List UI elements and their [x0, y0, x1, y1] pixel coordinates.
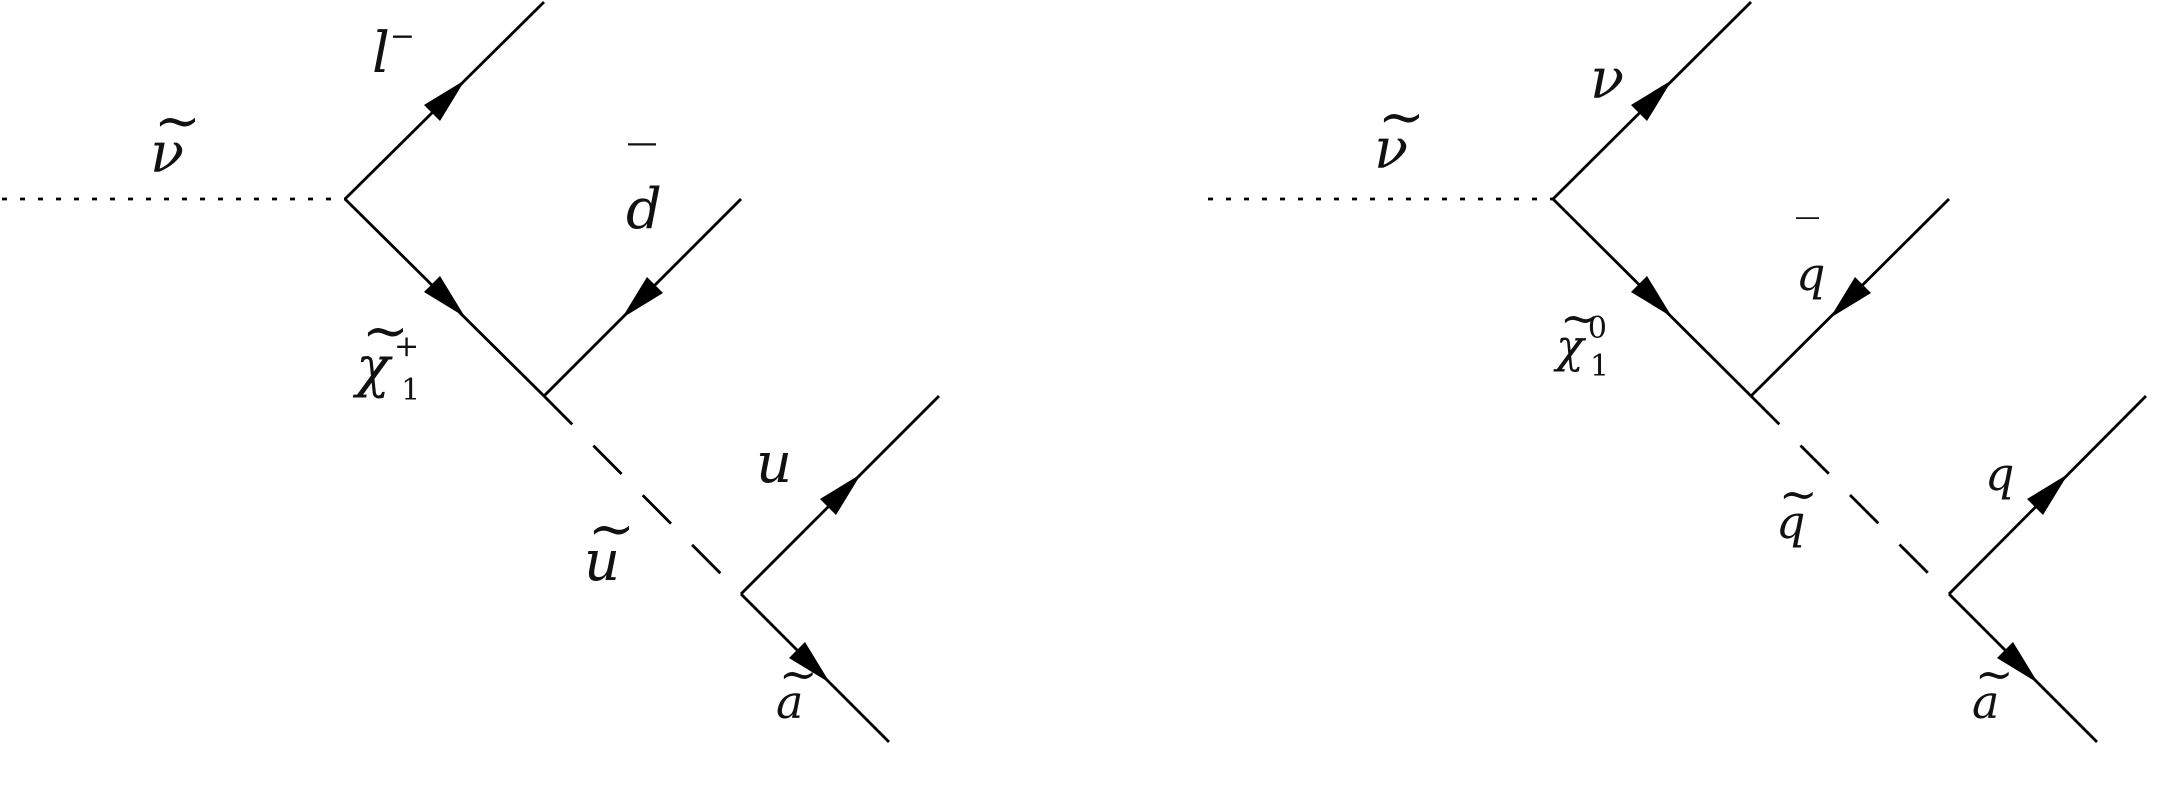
label-squark: u — [584, 529, 620, 594]
label-lepton: l− — [372, 19, 415, 86]
antiquark-arrow — [1830, 277, 1871, 318]
label-squark-tilde: ~ — [588, 497, 635, 562]
label-axino: a — [1972, 675, 1999, 729]
neutralino-arrow — [1631, 276, 1672, 317]
label-squark-tilde: ~ — [1779, 467, 1818, 521]
antiquark-arrow — [622, 277, 663, 318]
label-neutralino-tilde: ~ — [1560, 291, 1599, 345]
label-squark: q — [1776, 495, 1805, 549]
lepton-arrow — [424, 80, 465, 121]
label-quark: q — [1985, 447, 2014, 501]
label-antiquark: q — [1796, 247, 1825, 301]
diagram-chargino: ν ~ l− d ‾ χ+1 ~ u u ~ a ~ — [2, 1, 940, 743]
label-antiquark: d — [626, 177, 662, 242]
quark-arrow — [2027, 474, 2068, 515]
label-axino-tilde: ~ — [1975, 647, 2014, 701]
label-sneutrino-tilde: ~ — [1378, 85, 1425, 150]
label-quark: u — [756, 431, 792, 496]
label-sneutrino: ν — [150, 121, 184, 186]
label-chargino-tilde: ~ — [362, 299, 409, 364]
axino-arrow — [1997, 642, 2038, 683]
chargino-arrow — [424, 276, 465, 317]
quark-arrow — [820, 474, 861, 515]
label-sneutrino: ν — [1374, 117, 1408, 182]
label-sneutrino-tilde: ~ — [154, 89, 201, 154]
squark-propagator — [1750, 395, 1950, 595]
label-chargino: χ+1 — [352, 329, 420, 408]
squark-propagator — [543, 395, 742, 595]
label-neutrino: ν — [1590, 47, 1624, 112]
axino-arrow — [789, 642, 830, 683]
neutrino-arrow — [1631, 80, 1672, 121]
label-antiquark-bar: ‾ — [1796, 209, 1819, 263]
label-axino: a — [776, 675, 803, 729]
label-axino-tilde: ~ — [779, 647, 818, 701]
label-antiquark-bar: ‾ — [628, 135, 656, 200]
